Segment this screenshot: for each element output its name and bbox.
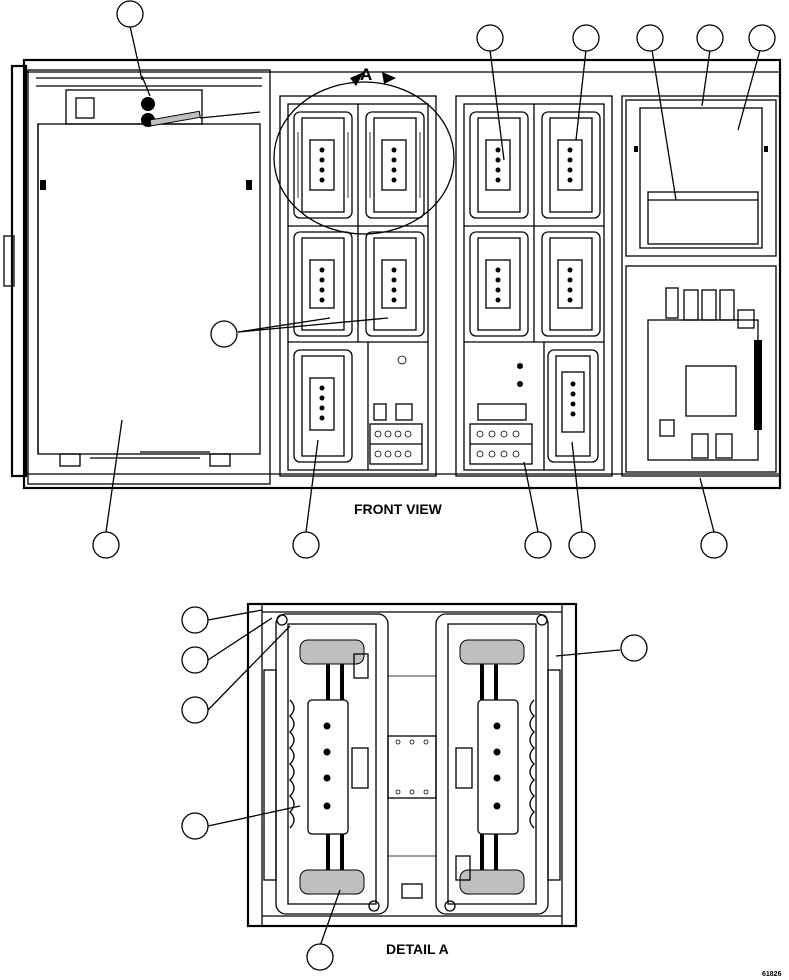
- module: [469, 231, 529, 337]
- callout-balloon: [181, 646, 209, 674]
- detail-module-left: [275, 613, 389, 915]
- module: [365, 111, 425, 219]
- terminal-block-right: [469, 363, 533, 465]
- callout-balloon: [572, 24, 600, 52]
- control-enclosure: [621, 95, 781, 477]
- detail-module-right: [435, 613, 549, 915]
- detail-a-leaders: [207, 609, 621, 947]
- front-view-leaders: [105, 25, 761, 533]
- module: [541, 111, 601, 219]
- left-bay-column: [279, 95, 437, 477]
- front-view-caption: FRONT VIEW: [354, 501, 443, 517]
- detail-center-plate: [387, 675, 437, 899]
- callout-balloon: [476, 24, 504, 52]
- callout-balloon: [292, 531, 320, 559]
- power-modules: [293, 111, 601, 463]
- module: [293, 231, 353, 337]
- module: [541, 231, 601, 337]
- module: [547, 349, 599, 463]
- detail-a-callouts: [181, 606, 648, 971]
- callout-balloon: [306, 943, 334, 971]
- section-letter-a: A: [360, 65, 372, 84]
- callout-balloon: [636, 24, 664, 52]
- callout-balloon: [181, 812, 209, 840]
- callout-balloon: [116, 0, 144, 28]
- terminal-block-left: [369, 355, 423, 465]
- callout-balloon: [620, 634, 648, 662]
- front-view-callouts: [92, 0, 776, 559]
- right-bay-column: [455, 95, 613, 477]
- callout-balloon: [568, 531, 596, 559]
- detail-a-caption: DETAIL A: [386, 941, 449, 957]
- callout-balloon: [92, 531, 120, 559]
- detail-a-indicator: A: [273, 65, 455, 235]
- callout-balloon: [524, 531, 552, 559]
- detail-a-drawing: [246, 602, 578, 928]
- callout-balloon: [700, 531, 728, 559]
- figure-code: 61826: [762, 971, 782, 978]
- front-view-drawing: A: [3, 58, 782, 490]
- module: [293, 349, 353, 463]
- callout-balloon: [210, 320, 238, 348]
- left-door-panel: [3, 64, 271, 485]
- callout-balloon: [696, 24, 724, 52]
- callout-balloon: [181, 696, 209, 724]
- module: [293, 111, 353, 219]
- module: [469, 111, 529, 219]
- callout-balloon: [748, 24, 776, 52]
- module: [365, 231, 425, 337]
- callout-balloon: [181, 606, 209, 634]
